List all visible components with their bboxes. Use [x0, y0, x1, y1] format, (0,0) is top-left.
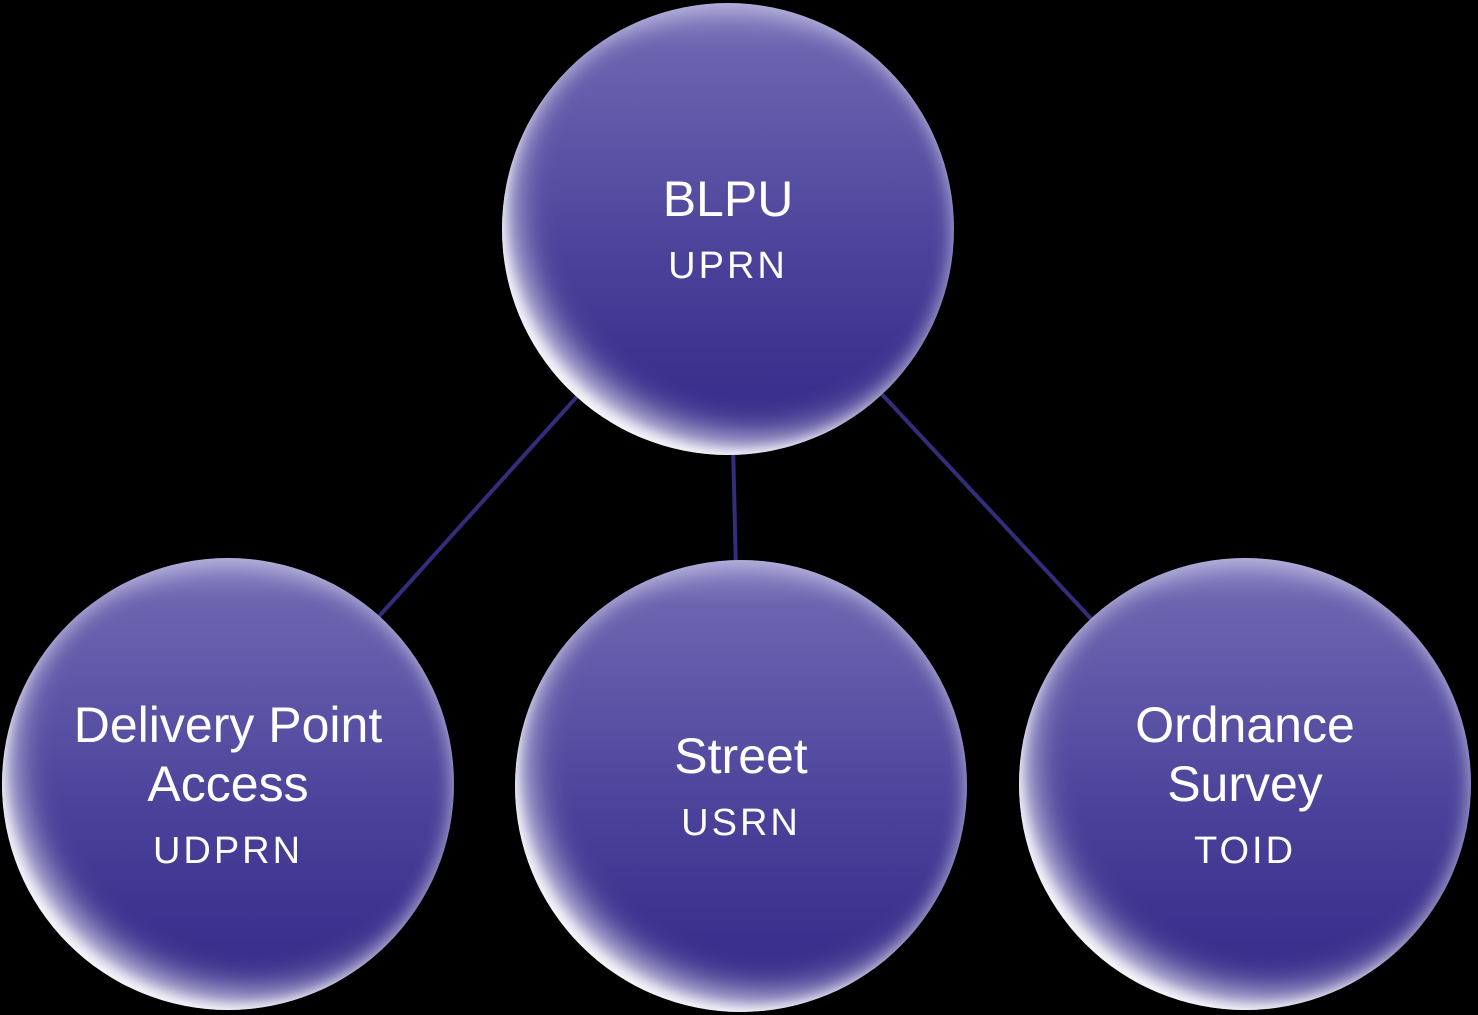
node-label: Delivery Point Access	[73, 696, 383, 812]
node-blpu: BLPU UPRN	[502, 3, 954, 455]
node-street: Street USRN	[515, 560, 967, 1012]
node-delivery-point-access: Delivery Point Access UDPRN	[2, 558, 454, 1010]
node-sublabel: TOID	[1193, 829, 1297, 872]
node-label: Ordnance Survey	[1135, 696, 1355, 812]
node-sublabel: UPRN	[668, 245, 788, 287]
node-ordnance-survey: Ordnance Survey TOID	[1019, 558, 1471, 1010]
node-sublabel: USRN	[681, 802, 801, 844]
node-label: Street	[674, 728, 808, 784]
node-sublabel: UDPRN	[152, 829, 304, 872]
node-label: BLPU	[662, 171, 794, 227]
